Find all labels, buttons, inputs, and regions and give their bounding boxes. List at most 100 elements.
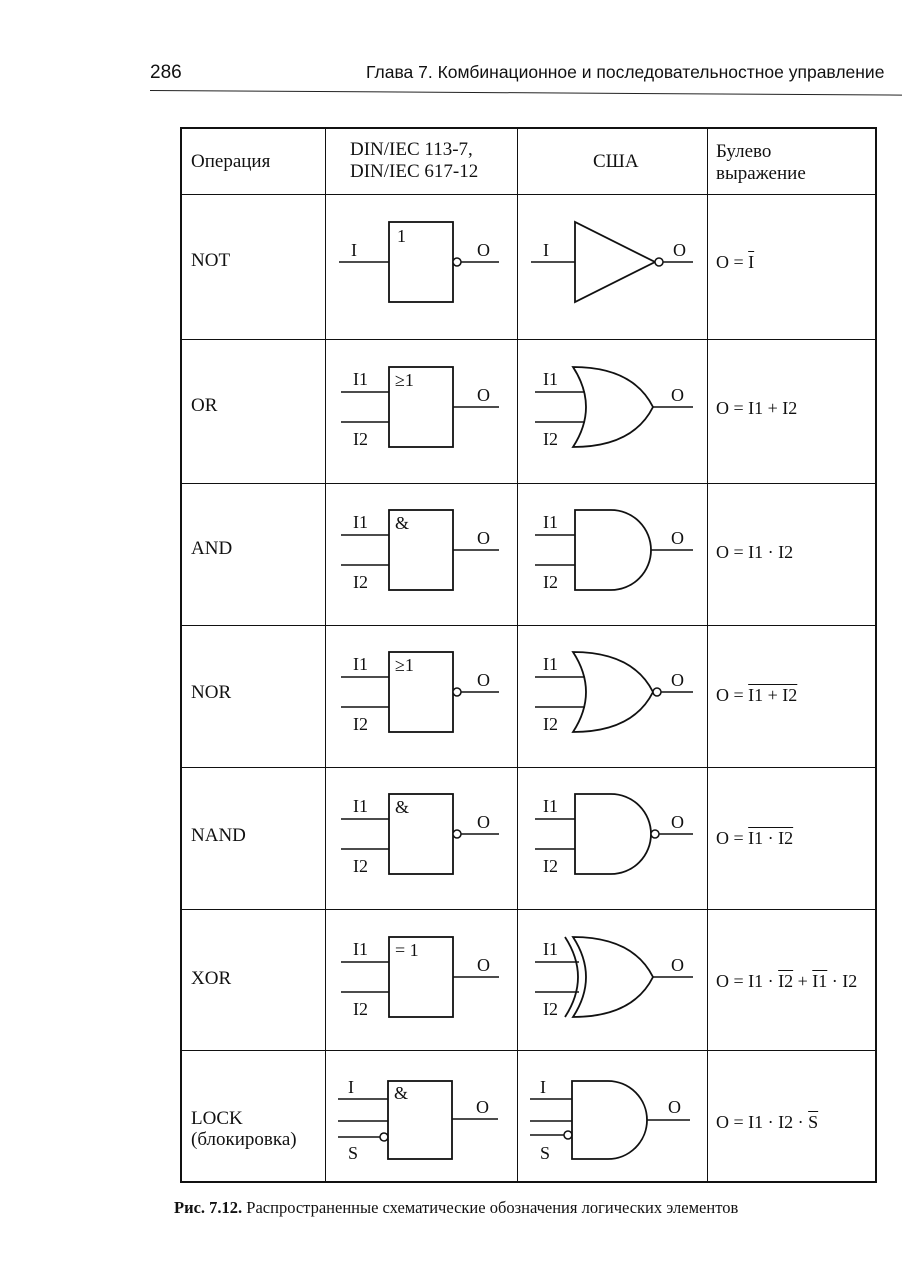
expr-not: O = I	[716, 252, 755, 272]
figure-caption-label: Рис. 7.12.	[174, 1198, 243, 1217]
op-or: OR	[191, 395, 218, 416]
usa-and-out: O	[671, 528, 684, 548]
row-divider	[182, 767, 875, 768]
op-xor: XOR	[191, 968, 232, 989]
din-lock-in1: I	[348, 1077, 354, 1097]
expr-and: O = I1 · I2	[716, 542, 794, 562]
usa-not-symbol: I O	[531, 220, 693, 304]
din-nor-in1: I1	[353, 654, 368, 674]
usa-or-symbol: I1 I2 O	[535, 366, 693, 449]
column-divider	[517, 129, 518, 1181]
expr-nor: O = I1 + I2	[716, 685, 798, 705]
din-and-symbol: & I1 I2 O	[341, 509, 499, 592]
column-divider	[707, 129, 708, 1181]
din-nand-in1: I1	[353, 796, 368, 816]
din-nor-in2: I2	[353, 714, 368, 734]
usa-not-out: O	[673, 240, 686, 260]
usa-xor-out: O	[671, 955, 684, 975]
din-xor-out: O	[477, 955, 490, 975]
usa-nand-symbol: I1 I2 O	[535, 793, 693, 876]
din-and-label: &	[395, 513, 409, 533]
usa-nor-symbol: I1 I2 O	[535, 651, 693, 734]
row-divider	[182, 194, 875, 195]
header-operation: Операция	[191, 151, 271, 172]
din-or-symbol: ≥1 I1 I2 O	[341, 366, 499, 449]
row-divider	[182, 1050, 875, 1051]
din-and-in2: I2	[353, 572, 368, 592]
row-divider	[182, 909, 875, 910]
usa-not-in: I	[543, 240, 549, 260]
usa-xor-in1: I1	[543, 939, 558, 959]
column-divider	[325, 129, 326, 1181]
header-rule	[149, 90, 902, 96]
din-lock-out: O	[476, 1097, 489, 1117]
usa-nand-in1: I1	[543, 796, 558, 816]
usa-or-in1: I1	[543, 369, 558, 389]
usa-or-in2: I2	[543, 429, 558, 449]
din-nor-label: ≥1	[395, 655, 414, 675]
din-nand-in2: I2	[353, 856, 368, 876]
header-usa: США	[593, 151, 639, 172]
din-nand-out: O	[477, 812, 490, 832]
expr-nand: O = I1 · I2	[716, 828, 794, 848]
chapter-title: Глава 7. Комбинационное и последовательн…	[366, 62, 885, 82]
row-divider	[182, 625, 875, 626]
din-nand-label: &	[395, 797, 409, 817]
expr-or: O = I1 + I2	[716, 398, 798, 418]
usa-and-symbol: I1 I2 O	[535, 509, 693, 592]
usa-and-in2: I2	[543, 572, 558, 592]
usa-lock-in1: I	[540, 1077, 546, 1097]
expr-lock: O = I1 · I2 · S	[716, 1112, 819, 1132]
page-number: 286	[150, 62, 182, 83]
header-boolean-line2: выражение	[716, 163, 806, 184]
din-or-out: O	[477, 385, 490, 405]
page-header: 286 Глава 7. Комбинационное и последоват…	[149, 62, 902, 96]
din-lock-in2: S	[348, 1143, 358, 1163]
header-din-line2: DIN/IEC 617-12	[350, 161, 479, 182]
din-not-out: O	[477, 240, 490, 260]
din-nor-out: O	[477, 670, 490, 690]
usa-nor-in2: I2	[543, 714, 558, 734]
header-boolean-line1: Булево	[716, 141, 772, 162]
header-din-line1: DIN/IEC 113-7,	[350, 139, 473, 160]
din-not-label: 1	[397, 226, 406, 246]
din-not-in: I	[351, 240, 357, 260]
figure-caption-text: Распространенные схематические обозначен…	[246, 1198, 739, 1217]
din-nand-symbol: & I1 I2 O	[341, 793, 499, 876]
usa-lock-in2: S	[540, 1143, 550, 1163]
figure-caption: Рис. 7.12. Распространенные схематически…	[174, 1198, 738, 1218]
usa-nand-out: O	[671, 812, 684, 832]
row-divider	[182, 483, 875, 484]
din-or-in2: I2	[353, 429, 368, 449]
usa-xor-symbol: I1 I2 O	[535, 936, 693, 1019]
usa-or-out: O	[671, 385, 684, 405]
usa-xor-in2: I2	[543, 999, 558, 1019]
din-xor-in1: I1	[353, 939, 368, 959]
logic-gates-table: Операция DIN/IEC 113-7, DIN/IEC 617-12 С…	[180, 127, 877, 1183]
usa-nor-in1: I1	[543, 654, 558, 674]
usa-nor-out: O	[671, 670, 684, 690]
op-lock-sub: (блокировка)	[191, 1129, 297, 1150]
expr-xor: O = I1 · I2 + I1 · I2	[716, 971, 858, 991]
op-and: AND	[191, 538, 233, 559]
din-xor-in2: I2	[353, 999, 368, 1019]
din-and-out: O	[477, 528, 490, 548]
din-lock-symbol: & I S O	[338, 1077, 498, 1163]
din-nor-symbol: ≥1 I1 I2 O	[341, 651, 499, 734]
din-lock-label: &	[394, 1083, 408, 1103]
din-not-symbol: 1 I O	[339, 221, 499, 303]
din-and-in1: I1	[353, 512, 368, 532]
op-nand: NAND	[191, 825, 246, 846]
din-or-in1: I1	[353, 369, 368, 389]
op-not: NOT	[191, 250, 231, 271]
row-divider	[182, 339, 875, 340]
usa-lock-out: O	[668, 1097, 681, 1117]
usa-and-in1: I1	[543, 512, 558, 532]
din-xor-label: = 1	[395, 940, 419, 960]
din-xor-symbol: = 1 I1 I2 O	[341, 936, 499, 1019]
op-nor: NOR	[191, 682, 232, 703]
usa-nand-in2: I2	[543, 856, 558, 876]
op-lock: LOCK	[191, 1108, 243, 1129]
din-or-label: ≥1	[395, 370, 414, 390]
usa-lock-symbol: I S O	[530, 1077, 690, 1163]
